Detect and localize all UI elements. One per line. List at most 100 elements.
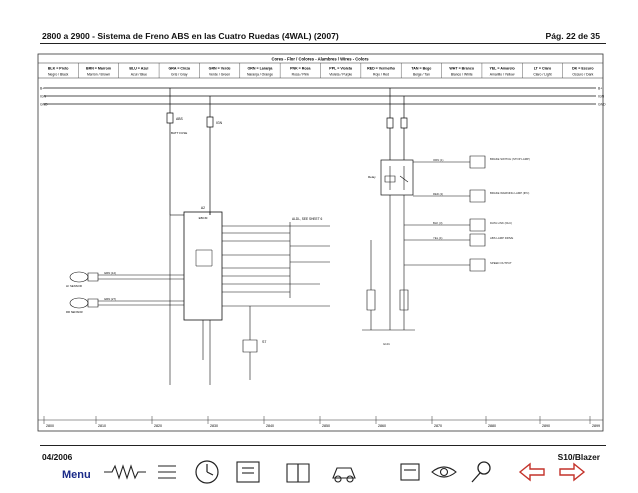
legend-code-top: PNK = Rosa <box>290 67 311 71</box>
note-3: DATA LINK (DLC) <box>490 221 512 225</box>
rail-left-1: B+ <box>40 87 44 91</box>
note-5: SPEED OUTPUT <box>490 261 512 265</box>
car-icon[interactable] <box>332 467 356 483</box>
legend-code-top: ORN = Laranja <box>248 67 274 71</box>
note-1: BRAKE SWITCH (STOP LAMP) <box>490 157 530 161</box>
aldl-label: ALDL, SEE SHEET 6 <box>292 217 322 221</box>
rail-left-3: GND <box>40 103 48 107</box>
legend-code-bottom: Oscuro / Dark <box>572 73 593 77</box>
diagram-frame <box>37 53 604 432</box>
fuse-abs-symbol <box>166 112 174 124</box>
scale-tick-label: 2899 <box>592 424 600 428</box>
legend-code-bottom: Rosa / Pink <box>292 73 310 77</box>
nav-toolbar: Menu <box>62 460 586 484</box>
scale-tick-label: 2860 <box>378 424 386 428</box>
note-2: BRAKE WARNING LAMP (IPC) <box>490 191 529 195</box>
legend-heading: Cores - Flor / Colores - Alambres / Wire… <box>271 57 369 62</box>
scale-tick-label: 2880 <box>488 424 496 428</box>
relay-label: Relay <box>368 175 376 179</box>
ebcm-label: EBCM <box>199 216 208 220</box>
book-icon[interactable] <box>286 463 310 483</box>
grid-scale: 2800 2810 2820 2830 2840 2850 2860 2870 2880 2890… <box>38 416 603 428</box>
fuse-abs-label: ABS <box>176 117 184 121</box>
lf-sensor-label: LF SENSOR <box>66 284 82 288</box>
legend-code-top: GRN = Verde <box>209 67 231 71</box>
fuse-feeds <box>166 88 408 215</box>
legend-code-bottom: Beige / Tan <box>413 73 430 77</box>
right-branches <box>362 155 486 331</box>
scale-tick-label: 2800 <box>46 424 54 428</box>
relay-box <box>380 159 414 196</box>
rail-left-2: IGN <box>40 95 47 99</box>
header-rule <box>40 43 606 44</box>
legend-code-top: YEL = Amarelo <box>489 67 515 71</box>
symbol-code: S7 <box>262 340 266 344</box>
scale-tick-label: 2850 <box>322 424 330 428</box>
rail-right-3: GND <box>598 103 606 107</box>
rail-right-1: B+ <box>598 87 602 91</box>
fuse-ign-label: IGN <box>216 121 223 125</box>
search-icon[interactable] <box>471 461 491 483</box>
legend-code-top: BRN = Marrom <box>86 67 111 71</box>
legend-code-bottom: Naranja / Orange <box>247 73 273 77</box>
scale-tick-label: 2870 <box>434 424 442 428</box>
right-label-1: ORN (1) <box>433 158 443 162</box>
ground-label: G101 <box>383 342 390 346</box>
fuse-ign-symbol <box>206 116 214 128</box>
eye-icon[interactable] <box>431 466 457 478</box>
footer-rule <box>40 445 606 446</box>
page-header: 2800 a 2900 - Sistema de Freno ABS en la… <box>0 0 638 41</box>
clock-icon[interactable] <box>195 460 219 484</box>
legend-code-top: WHT = Branco <box>449 67 474 71</box>
scale-tick-label: 2830 <box>210 424 218 428</box>
ebcm-tag: A2 <box>201 206 205 210</box>
legend-code-top: TAN = Bege <box>411 67 431 71</box>
back-arrow-icon[interactable] <box>518 462 545 482</box>
legend-code-bottom: Blanco / White <box>451 73 473 77</box>
scale-tick-label: 2890 <box>542 424 550 428</box>
rr-sensor-label: RR SENSOR <box>66 310 83 314</box>
legend-code-bottom: Rojo / Red <box>373 73 389 77</box>
legend-code-top: BLU = Azul <box>129 67 148 71</box>
printer-icon[interactable] <box>400 463 420 481</box>
legend-code-top: DK = Escuro <box>572 67 594 71</box>
legend-code-bottom: Violeta / Purple <box>329 73 352 77</box>
legend-code-top: LT = Claro <box>534 67 552 71</box>
right-label-2: RED (2) <box>433 192 443 196</box>
resistor-icon[interactable] <box>104 464 146 480</box>
wheel-sensors <box>69 271 184 309</box>
forward-arrow-icon[interactable] <box>559 462 586 482</box>
legend-code-bottom: Negro / Black <box>48 73 69 77</box>
right-label-3: BLK (3) <box>433 221 443 225</box>
connector-icon[interactable] <box>158 465 176 479</box>
legend-code-bottom: Azul / Blue <box>131 73 147 77</box>
scale-tick-label: 2820 <box>154 424 162 428</box>
footer-date: 04/2006 <box>42 452 73 462</box>
page-title: 2800 a 2900 - Sistema de Freno ABS en la… <box>42 31 339 41</box>
legend-code-top: PPL = Violeta <box>329 67 353 71</box>
menu-button[interactable]: Menu <box>62 469 91 481</box>
legend-code-bottom: Gris / Gray <box>171 73 188 77</box>
legend-code-top: GRA = Cinza <box>168 67 191 71</box>
legend-code-top: BLK = Preto <box>48 67 69 71</box>
legend-code-bottom: Verde / Green <box>209 73 230 77</box>
module-icon[interactable] <box>236 461 260 483</box>
ebcm-outputs <box>222 222 330 307</box>
legend-code-top: RED = Vermelho <box>367 67 396 71</box>
rail-right-2: IGN <box>598 95 605 99</box>
footer-model: S10/Blazer <box>557 452 600 462</box>
left-label-2: GRN (27) <box>104 297 116 301</box>
left-label-1: GRN (12) <box>104 271 116 275</box>
legend-code-bottom: Amarillo / Yellow <box>490 73 515 77</box>
right-label-4: YEL (4) <box>433 236 442 240</box>
power-label: BATT FUSE <box>171 131 187 135</box>
legend-code-bottom: Claro / Light <box>533 73 551 77</box>
scale-tick-label: 2840 <box>266 424 274 428</box>
legend-code-bottom: Marrón / Brown <box>87 73 110 77</box>
note-4: ABS LAMP DRIVE <box>490 236 513 240</box>
page-number: Pág. 22 de 35 <box>545 31 600 41</box>
wire-color-legend: Cores - Flor / Colores - Alambres / Wire… <box>38 57 603 79</box>
power-rails <box>44 87 596 105</box>
scale-tick-label: 2810 <box>98 424 106 428</box>
